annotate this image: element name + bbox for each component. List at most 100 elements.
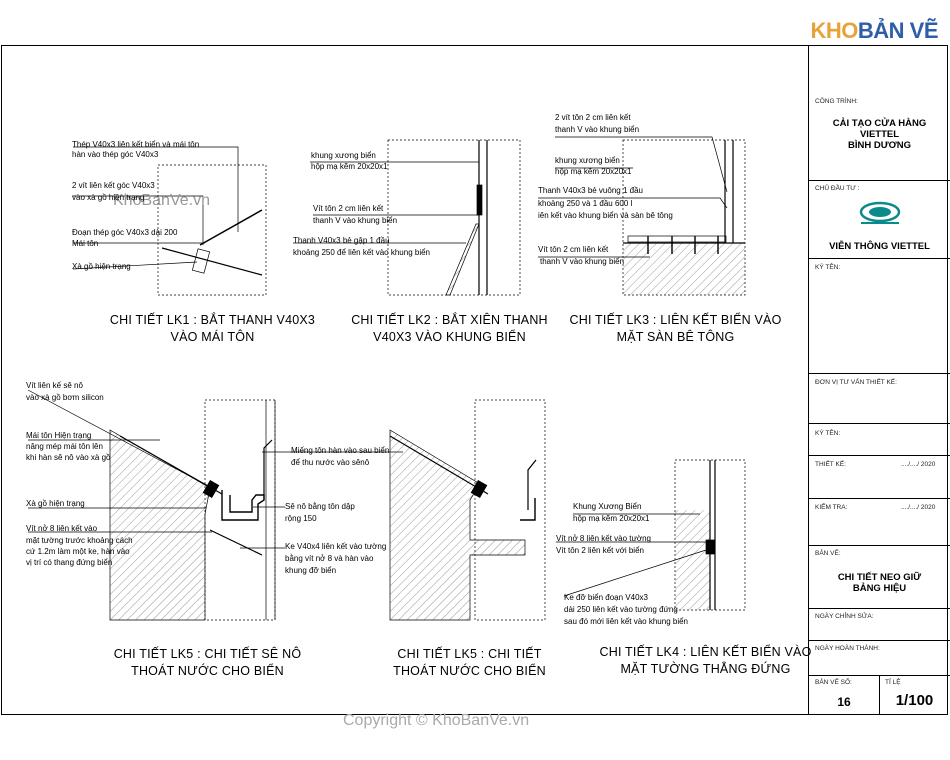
lk1-note: 2 vít liên kết góc V40x3 <box>72 181 155 190</box>
cong-trinh-line: VIETTEL <box>859 129 900 140</box>
lk1-caption: CHI TIẾT LK1 : BẮT THANH V40X3 VÀO MÁI T… <box>100 312 325 346</box>
lk1-note: Đoạn thép góc V40x3 dài 200 <box>72 228 178 237</box>
lk1-note: vào xà gồ hiện trạng <box>72 193 145 202</box>
ky-ten-label: KÝ TÊN: <box>815 264 841 271</box>
lk4-caption-line: CHI TIẾT LK4 : LIÊN KẾT BIỂN VÀO <box>599 645 812 659</box>
lk1-detail-box <box>157 164 267 296</box>
watermark-copyright: Copyright © KhoBanVe.vn <box>343 712 530 729</box>
lk5a-note: Mái tôn Hiện trạng <box>26 431 92 440</box>
tb-divider <box>809 545 950 546</box>
lk5a-gutter <box>221 490 265 521</box>
tb-divider <box>809 423 950 424</box>
lk3-note: Thanh V40x3 bẻ vuông 1 đầu <box>538 186 643 195</box>
ti-le-value: 1/100 <box>895 692 934 709</box>
cong-trinh-line: CẢI TẠO CỬA HÀNG <box>832 118 927 129</box>
lk5a-note: khi hàn sê nô vào xà gồ <box>26 453 111 462</box>
lk4-note: hộp mạ kẽm 20x20x1 <box>573 514 650 523</box>
lk5a-note: Vít liên kế sê nô <box>26 381 83 390</box>
lk5b-roof <box>389 435 489 495</box>
ban-ve-so-value: 16 <box>837 695 851 709</box>
tb-divider <box>809 640 950 641</box>
lk1-purlin <box>191 248 211 274</box>
lk2-note: Thanh V40x3 bẻ gập 1 đầu <box>293 236 390 245</box>
lk5a-note: cứ 1.2m làm một ke, hàn vào <box>26 547 130 556</box>
tb-divider <box>809 608 950 609</box>
lk5a-note: vị trí có thang đứng biển <box>26 558 113 567</box>
lk4-note: Vít tôn 2 liên kết với biển <box>556 546 644 555</box>
drawing-frame <box>1 45 948 715</box>
thiet-ke-label: THIẾT KẾ: <box>815 461 846 468</box>
tb-vertical-divider <box>879 675 880 715</box>
lk4-wall <box>675 510 710 610</box>
ngay-chinh-sua-label: NGÀY CHỈNH SỬA: <box>815 613 874 620</box>
chu-dau-tu-value: VIỄN THÔNG VIETTEL <box>829 241 930 252</box>
lk3-note: khung xương biển <box>555 156 620 165</box>
lk5a-leader-1 <box>27 389 213 489</box>
lk5a-caption-line: THOÁT NƯỚC CHO BIỂN <box>131 664 284 678</box>
lk1-note: Thép V40x3 liên kết biển và mái tôn <box>72 140 200 149</box>
lk5b-caption-line: CHI TIẾT LK5 : CHI TIẾT <box>397 647 542 661</box>
lk3-leader-1 <box>555 136 728 193</box>
lk3-note: 2 vít tôn 2 cm liên kết <box>555 113 631 122</box>
khobanve-logo: KHOBẢN VẼ <box>810 18 938 44</box>
kiem-tra-date: ..../..../ 2020 <box>901 504 936 511</box>
lk1-caption-line: CHI TIẾT LK1 : BẮT THANH V40X3 <box>109 313 316 327</box>
lk5b-purlin <box>470 479 488 499</box>
lk5a-note: rộng 150 <box>285 514 317 523</box>
logo-banve-text: BẢN VẼ <box>857 18 939 43</box>
lk4-note: sau đó mới liên kết vào khung biển <box>564 617 688 626</box>
lk5a-note: nâng mép mái tôn lên <box>26 442 103 451</box>
ky-ten2-label: KÝ TÊN: <box>815 430 841 437</box>
lk2-note: khoảng 250 để liên kết vào khung biển <box>293 248 430 257</box>
lk5a-note: Vít nở 8 liên kết vào <box>26 524 98 533</box>
lk1-roof-line <box>161 247 263 276</box>
lk5b-wall <box>389 429 526 621</box>
lk5a-note: Sê nô bằng tôn dập <box>285 502 355 511</box>
lk5a-note: để thu nước vào sênô <box>291 458 370 467</box>
lk4-caption-line: MẶT TƯỜNG THẲNG ĐỨNG <box>620 662 791 676</box>
lk3-anchor-bolts <box>647 236 719 254</box>
lk5a-note: Xà gồ hiện trạng <box>26 499 85 508</box>
ngay-hoan-thanh-label: NGÀY HOÀN THÀNH: <box>815 645 880 652</box>
ban-ve-label: BẢN VẼ: <box>815 550 841 557</box>
lk4-note: dài 250 liên kết vào tường đứng <box>564 605 678 614</box>
lk2-note: Vít tôn 2 cm liên kết <box>313 204 384 213</box>
lk2-note: thanh V vào khung biển <box>313 216 398 225</box>
lk5b-detail-box <box>474 399 546 621</box>
lk3-note: iên kết vào khung biển và sàn bê tông <box>538 211 673 220</box>
lk5a-note: mặt tường trước khoảng cách <box>26 536 133 545</box>
lk3-note: thanh V vào khung biển <box>540 257 625 266</box>
lk1-v-steel <box>199 209 263 246</box>
lk5a-note: Miếng tôn hàn vào sau biển <box>291 446 390 455</box>
logo-kho-text: KHO <box>810 18 858 43</box>
lk4-note: Ke đỡ biển đoạn V40x3 <box>564 593 648 602</box>
lk4-caption: CHI TIẾT LK4 : LIÊN KẾT BIỂN VÀO MẶT TƯỜ… <box>598 644 813 678</box>
ban-ve-line: CHI TIẾT NEO GIỮ <box>837 572 922 583</box>
lk5a-note: Ke V40x4 liên kết vào tường <box>285 542 387 551</box>
tb-divider <box>809 180 950 181</box>
lk3-caption-line: MẶT SÀN BÊ TÔNG <box>616 330 735 344</box>
lk3-note: hộp mạ kẽm 20x20x1 <box>555 167 632 176</box>
lk3-caption: CHI TIẾT LK3 : LIÊN KẾT BIỂN VÀO MẶT SÀN… <box>568 312 783 346</box>
cong-trinh-line: BÌNH DƯƠNG <box>848 140 911 151</box>
lk5a-detail-box <box>204 399 276 621</box>
tb-divider <box>809 373 950 374</box>
lk1-leader-4 <box>72 261 198 270</box>
lk1-note: hàn vào thép góc V40x3 <box>72 150 159 159</box>
lk5a-note: khung đỡ biển <box>285 566 337 575</box>
lk2-note: hộp mạ kẽm 20x20x1 <box>311 162 388 171</box>
lk3-note: thanh V vào khung biển <box>555 125 640 134</box>
tb-divider <box>809 258 950 259</box>
lk3-concrete-slab <box>623 243 745 295</box>
lk5a-note: vào xà gồ bơm silicon <box>26 393 104 402</box>
lk3-caption-line: CHI TIẾT LK3 : LIÊN KẾT BIỂN VÀO <box>569 313 782 327</box>
lk2-caption-line: CHI TIẾT LK2 : BẮT XIÊN THANH <box>351 313 548 327</box>
don-vi-label: ĐƠN VỊ TƯ VẤN THIẾT KẾ: <box>815 379 897 386</box>
lk5b-flashing <box>527 459 537 510</box>
lk5a-caption: CHI TIẾT LK5 : CHI TIẾT SÊ NÔ THOÁT NƯỚC… <box>100 646 315 680</box>
lk1-leader-2 <box>73 195 204 245</box>
lk2-diagonal-bar <box>445 223 480 296</box>
lk3-note: Vít tôn 2 cm liên kết <box>538 245 609 254</box>
lk5a-caption-line: CHI TIẾT LK5 : CHI TIẾT SÊ NÔ <box>113 647 302 661</box>
